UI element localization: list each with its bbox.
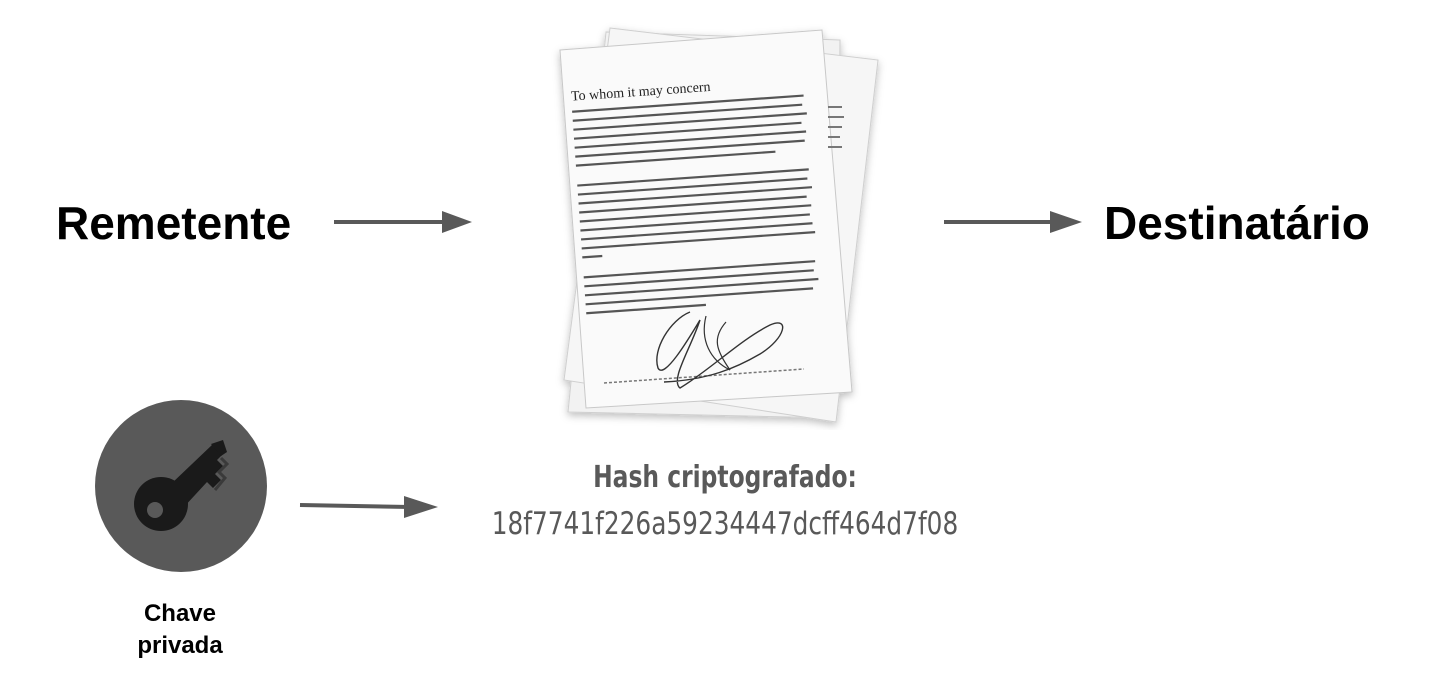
private-key-label-line2: privada [137, 632, 223, 659]
sender-label: Remetente [56, 197, 292, 249]
private-key-label: Chave privada [100, 598, 260, 662]
private-key-label-line1: Chave [143, 600, 217, 627]
arrow-document-to-recipient [944, 211, 1082, 233]
arrow-key-to-hash [299, 496, 438, 518]
arrow-sender-to-document [334, 211, 472, 233]
hash-value: 18f7741f226a59234447dcff464d7f08 [491, 506, 959, 542]
key-icon [134, 440, 230, 531]
signed-document-icon: To whom it may concern [540, 20, 900, 430]
private-key-badge [95, 400, 267, 572]
hash-title: Hash criptografado: [593, 460, 857, 495]
recipient-label: Destinatário [1104, 197, 1370, 249]
